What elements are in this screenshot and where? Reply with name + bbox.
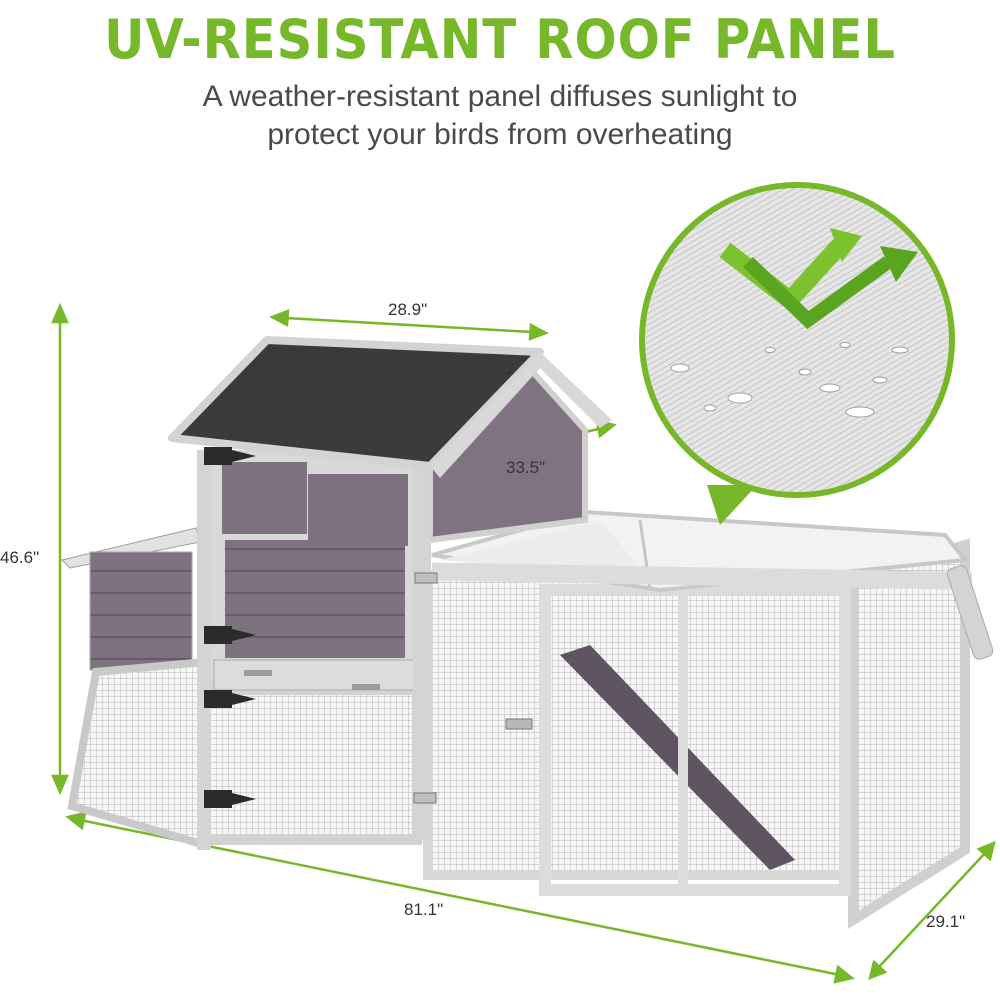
latch-icon — [414, 572, 438, 584]
dimension-arrow-icon — [833, 964, 855, 984]
dimension-arrow-icon — [268, 309, 290, 328]
length-label: 81.1" — [404, 900, 444, 919]
dimension-lines — [51, 302, 996, 984]
hinge-icon — [204, 626, 256, 644]
dimension-arrow-icon — [976, 840, 996, 862]
hinges — [204, 447, 256, 808]
hinge-icon — [204, 690, 256, 708]
dimension-arrow-icon — [51, 302, 69, 324]
dimension-arrow-icon — [868, 959, 888, 981]
subtitle-line-2: protect your birds from overheating — [267, 118, 733, 151]
roof-panel-zoom-callout — [639, 182, 955, 525]
height-label: 46.6" — [0, 548, 40, 567]
house-width-dimension-line — [285, 316, 533, 334]
dimension-arrow-icon — [528, 322, 550, 341]
upper-house — [197, 353, 588, 850]
latch-icon — [505, 718, 533, 730]
dimension-arrow-icon — [65, 811, 87, 831]
hinge-icon — [204, 790, 256, 808]
side-handle — [947, 565, 994, 660]
house-width-label: 28.9" — [388, 300, 428, 319]
house-roof — [168, 336, 612, 478]
depth-label: 29.1" — [926, 912, 966, 931]
run-door[interactable] — [505, 584, 851, 896]
nesting-box — [61, 527, 201, 671]
latch-icon — [413, 792, 437, 804]
hinge-icon — [204, 447, 256, 465]
coop-base — [67, 538, 970, 930]
uv-roof-panel — [431, 509, 972, 593]
subtitle-line-1: A weather-resistant panel diffuses sunli… — [202, 80, 798, 113]
headline: UV-RESISTANT ROOF PANEL — [104, 8, 896, 71]
sunlight-arrow-icon — [719, 228, 918, 330]
depth-dimension-line — [877, 851, 987, 969]
dimension-arrow-icon — [51, 774, 69, 796]
house-depth-label: 33.5" — [506, 458, 546, 477]
